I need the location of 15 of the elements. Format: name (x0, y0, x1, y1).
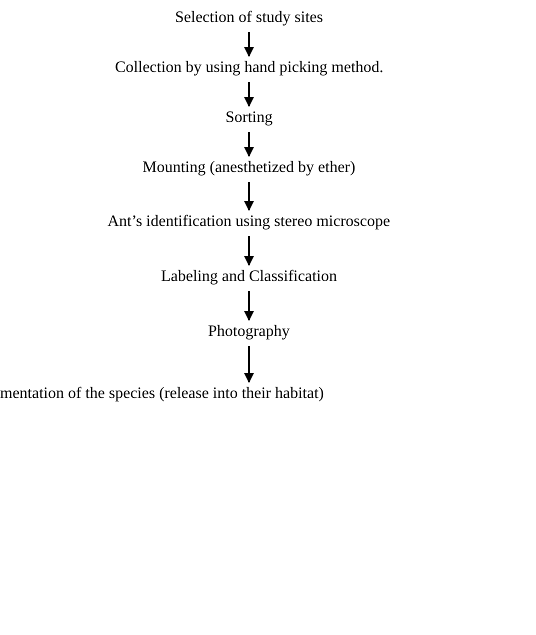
step-text: Mounting (anesthetized by ether) (142, 158, 356, 178)
arrow (244, 346, 254, 383)
step-text: Ant’s identification using stereo microscope (108, 212, 390, 232)
step-text: Collection by using hand picking method. (115, 58, 384, 78)
arrow (244, 182, 254, 211)
arrow (244, 236, 254, 266)
arrow (244, 132, 254, 157)
step-text: Sorting (226, 108, 273, 128)
step-text: Selection of study sites (175, 8, 323, 28)
step-text: Photography (208, 322, 290, 342)
arrow (244, 82, 254, 107)
step-text: Labeling and Classification (161, 267, 337, 287)
arrow (244, 291, 254, 321)
arrow (244, 32, 254, 57)
step-text: mentation of the species (release into their habitat) (0, 384, 324, 404)
